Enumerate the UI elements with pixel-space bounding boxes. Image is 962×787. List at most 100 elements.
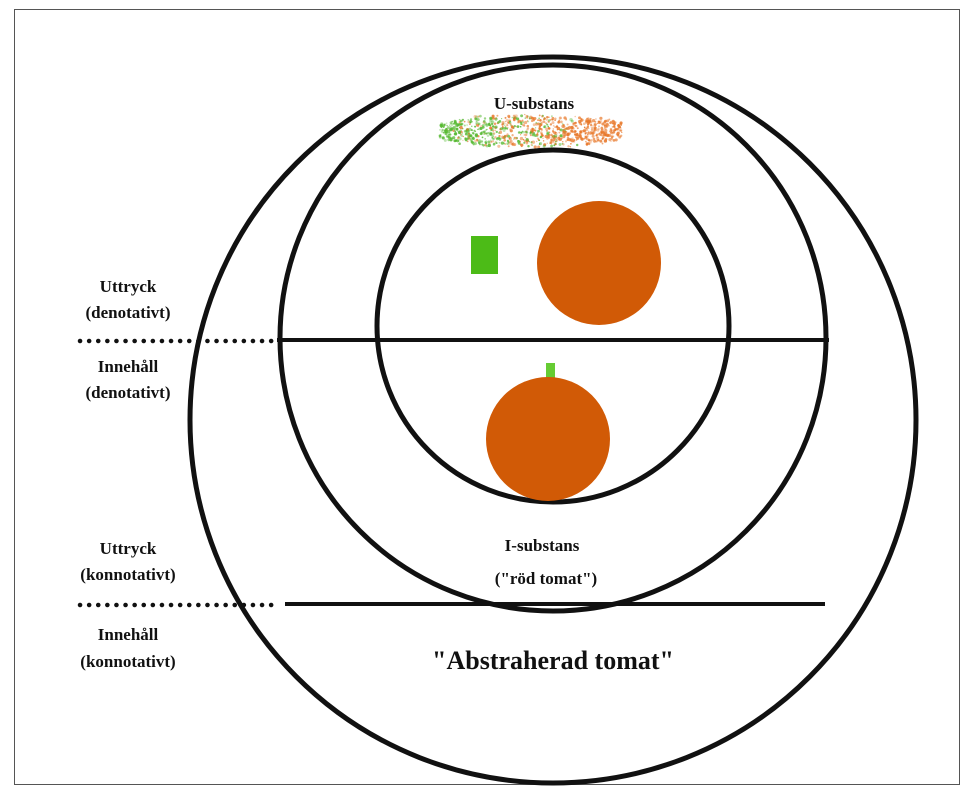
speckle-dot <box>457 140 460 142</box>
speckle-dot <box>566 132 570 136</box>
speckle-dot <box>546 129 549 132</box>
speckle-dot <box>597 127 600 131</box>
speckle-dot <box>542 140 545 142</box>
speckle-dot <box>515 137 518 140</box>
speckle-dot <box>461 132 463 134</box>
speckle-dot <box>564 118 568 121</box>
speckle-dot <box>505 123 507 125</box>
image-frame <box>14 9 960 785</box>
speckle-dot <box>601 142 604 145</box>
speckle-dot <box>545 127 549 131</box>
speckle-dot <box>544 134 548 139</box>
speckle-dot <box>593 123 596 126</box>
speckle-dot <box>442 126 444 128</box>
speckle-dot <box>603 124 606 127</box>
abstracted-tomato-label: "Abstraherad tomat" <box>432 646 674 675</box>
speckle-dot <box>514 114 518 118</box>
speckle-dot <box>492 137 495 141</box>
speckle-dot <box>441 136 445 140</box>
label-content-connotative-line2: (konnotativt) <box>80 652 175 671</box>
speckle-dot <box>524 113 526 116</box>
speckle-dot <box>477 115 480 118</box>
speckle-dot <box>554 131 558 136</box>
speckle-dot <box>539 135 543 139</box>
speckle-dot <box>520 131 523 134</box>
speckle-dot <box>468 127 472 131</box>
speckle-dot <box>520 114 524 118</box>
speckle-dot <box>558 135 561 138</box>
speckle-dot <box>537 119 540 122</box>
speckle-dot <box>526 128 529 131</box>
speckle-dot <box>567 145 570 148</box>
speckle-dot <box>570 129 573 133</box>
speckle-dot <box>531 144 534 147</box>
speckle-dot <box>467 135 470 138</box>
speckle-dot <box>506 139 509 142</box>
speckle-dot <box>501 137 503 140</box>
speckle-dot <box>545 129 548 132</box>
speckle-dot <box>451 137 454 140</box>
speckle-dot <box>474 125 477 128</box>
speckle-dot <box>507 121 510 124</box>
speckle-dot <box>530 144 533 146</box>
speckle-dot <box>586 120 590 124</box>
speckle-dot <box>512 116 515 120</box>
speckle-dot <box>535 122 539 126</box>
speckle-dot <box>501 121 505 125</box>
speckle-dot <box>504 127 507 130</box>
speckle-dot <box>511 134 514 137</box>
speckle-dot <box>586 143 589 145</box>
speckle-dot <box>558 143 562 146</box>
speckle-dot <box>559 134 563 138</box>
speckle-dot <box>513 124 516 128</box>
speckle-dot <box>562 130 566 135</box>
speckle-dot <box>458 118 461 121</box>
speckle-dot <box>504 116 507 119</box>
speckle-dot <box>515 125 518 128</box>
speckle-dot <box>461 118 465 121</box>
speckle-dot <box>524 136 527 138</box>
speckle-dot <box>601 138 603 140</box>
speckle-dot <box>508 137 511 140</box>
speckle-dot <box>578 121 582 125</box>
speckle-dot <box>441 128 444 132</box>
speckle-dot <box>593 128 596 130</box>
speckle-dot <box>574 124 577 127</box>
speckle-dot <box>507 145 510 148</box>
speckle-dot <box>489 126 493 130</box>
speckle-dot <box>516 125 520 128</box>
speckle-dot <box>542 144 546 148</box>
speckle-dot <box>439 129 441 131</box>
speckle-dot <box>545 118 549 121</box>
speckle-dot <box>554 126 556 128</box>
speckle-dot <box>548 133 551 136</box>
speckle-dot <box>495 142 498 144</box>
speckle-dot <box>470 129 473 132</box>
speckle-dot <box>529 134 532 137</box>
speckle-dot <box>608 134 612 138</box>
speckle-dot <box>482 130 486 134</box>
speckle-dot <box>550 134 553 136</box>
speckle-dot <box>581 130 583 132</box>
speckle-dot <box>454 130 457 133</box>
speckle-dot <box>546 142 548 144</box>
speckle-dot <box>463 124 466 127</box>
speckle-dot <box>559 120 563 124</box>
speckle-dot <box>565 118 568 120</box>
speckle-dot <box>531 133 535 137</box>
speckle-dot <box>571 127 573 129</box>
speckle-dot <box>596 129 600 132</box>
speckle-dot <box>605 123 609 127</box>
speckle-dot <box>592 124 594 127</box>
speckle-dot <box>620 127 622 129</box>
speckle-dot <box>608 137 612 142</box>
speckle-dot <box>491 125 495 128</box>
speckle-dot <box>467 137 471 141</box>
speckle-dot <box>439 134 442 137</box>
speckle-dot <box>480 132 483 135</box>
speckle-dot <box>545 122 547 125</box>
speckle-dot <box>502 129 506 132</box>
speckle-dot <box>554 117 557 120</box>
speckle-dot <box>575 136 577 138</box>
speckle-dot <box>477 135 480 138</box>
